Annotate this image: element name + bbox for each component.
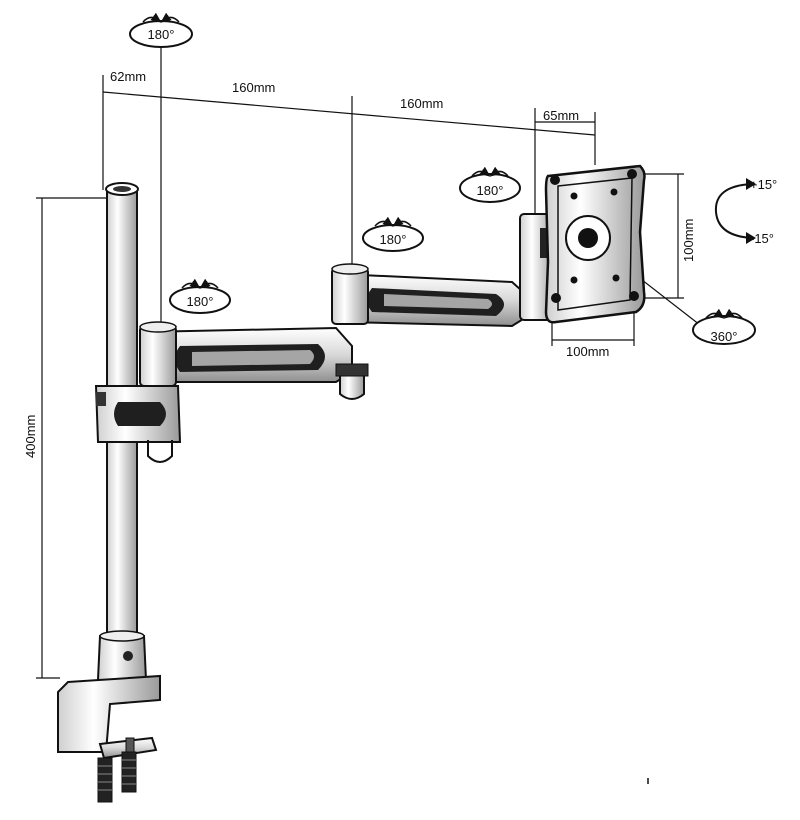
plate-center-bolt-icon (578, 228, 598, 248)
pole-collar (96, 635, 148, 681)
vesa-height-label: 100mm (681, 219, 696, 262)
plate-rotation-label: 360° (711, 329, 738, 344)
arm1-pivot (139, 325, 177, 387)
arm-segment-1 (139, 321, 353, 387)
mount-slot (114, 402, 166, 426)
clamp-nut-icon (125, 737, 135, 753)
vesa-hole-icon (550, 175, 560, 185)
mount-latch-icon (96, 392, 106, 406)
elbow-knob-icon (339, 372, 365, 400)
pole-top-rotation-label: 180° (148, 27, 175, 42)
pole-joint-rotation-label: 180° (187, 294, 214, 309)
desk-clamp (57, 674, 161, 803)
tilt-arc-icon (714, 183, 753, 239)
clamp-screw-right-icon (121, 751, 137, 793)
rotation-badge-pole-top: 180° (129, 12, 193, 48)
arm1-length-label: 160mm (232, 80, 275, 95)
tilt-down-label: -15° (750, 231, 774, 246)
pole-offset-label: 62mm (110, 69, 146, 84)
pole-height-label: 400mm (23, 415, 38, 458)
vesa-hole-icon (627, 169, 637, 179)
rotation-badge-head: 180° (459, 166, 521, 203)
clamp-screw-left-icon (97, 757, 113, 803)
arm-segment-2 (331, 263, 532, 400)
mount-knob-icon (147, 440, 173, 463)
rotation-badge-plate: 360° (692, 308, 756, 345)
collar-screw-icon (123, 651, 133, 661)
rotation-badge-pole-joint: 180° (169, 278, 231, 314)
vesa-hole-icon (551, 293, 561, 303)
tilt-up-label: +15° (750, 177, 777, 192)
clamp-body (57, 674, 161, 753)
arm-length-line (102, 91, 596, 136)
head-offset-label: 65mm (543, 108, 579, 123)
elbow-rotation-label: 180° (380, 232, 407, 247)
vesa-plate (544, 164, 646, 324)
vesa-width-label: 100mm (566, 344, 609, 359)
pole-cap-hole (113, 186, 131, 192)
rotation-badge-elbow: 180° (362, 216, 424, 252)
head-rotation-label: 180° (477, 183, 504, 198)
vesa-hole-icon (629, 291, 639, 301)
elbow-pivot (331, 267, 369, 325)
pole-collar-top (99, 630, 145, 642)
tilt-indicator: +15° -15° (714, 177, 777, 246)
arm2-length-label: 160mm (400, 96, 443, 111)
